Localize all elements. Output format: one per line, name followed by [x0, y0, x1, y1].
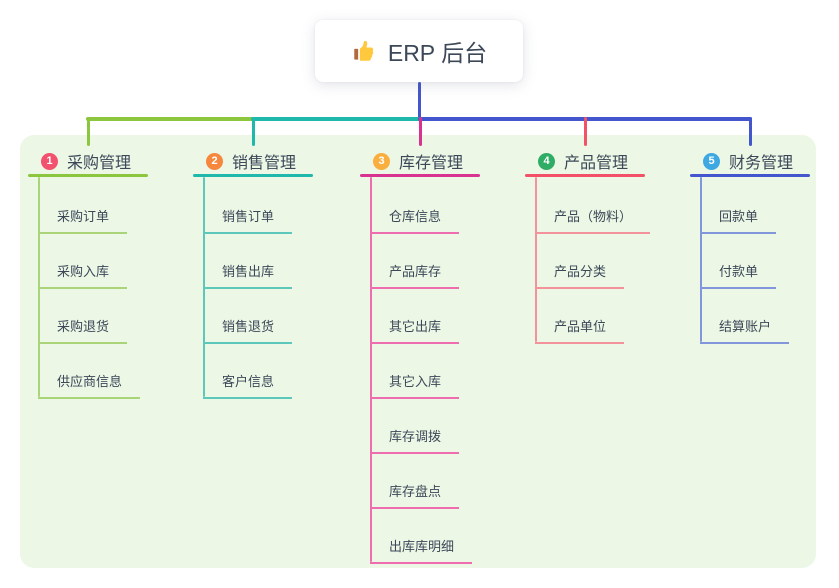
- connector-line: [193, 174, 313, 177]
- child-node-label: 回款单: [719, 209, 759, 224]
- child-node-产品分类[interactable]: 产品分类: [535, 232, 625, 289]
- branch-node-销售管理[interactable]: 2 销售管理: [206, 149, 296, 173]
- child-node-其它入库[interactable]: 其它入库: [370, 342, 460, 399]
- child-node-销售退货[interactable]: 销售退货: [203, 287, 293, 344]
- child-node-label: 产品分类: [554, 264, 607, 279]
- branch-title-label: 销售管理: [232, 155, 297, 172]
- branch-number-badge: 4: [538, 152, 555, 170]
- child-node-label: 采购退货: [57, 319, 110, 334]
- branch-node-库存管理[interactable]: 3 库存管理: [373, 149, 463, 173]
- connector-line: [28, 174, 148, 177]
- child-node-label: 其它出库: [389, 319, 442, 334]
- branch-number-badge: 3: [373, 152, 390, 170]
- connector-line: [690, 174, 810, 177]
- connector-line: [417, 82, 421, 119]
- root-node[interactable]: ERP 后台: [315, 20, 523, 82]
- child-node-采购订单[interactable]: 采购订单: [38, 177, 128, 234]
- child-node-label: 其它入库: [389, 374, 442, 389]
- child-node-仓库信息[interactable]: 仓库信息: [370, 177, 460, 234]
- child-node-产品单位[interactable]: 产品单位: [535, 287, 625, 344]
- connector-line: [251, 117, 422, 121]
- branch-title-label: 产品管理: [564, 155, 629, 172]
- child-node-付款单[interactable]: 付款单: [700, 232, 777, 289]
- child-node-采购入库[interactable]: 采购入库: [38, 232, 128, 289]
- branch-title-label: 采购管理: [67, 155, 132, 172]
- connector-line: [748, 117, 752, 146]
- child-node-回款单[interactable]: 回款单: [700, 177, 777, 234]
- child-node-客户信息[interactable]: 客户信息: [203, 342, 293, 399]
- child-node-label: 销售出库: [222, 264, 275, 279]
- child-node-label: 产品库存: [389, 264, 442, 279]
- child-node-label: 库存盘点: [389, 484, 442, 499]
- connector-line: [360, 174, 480, 177]
- child-node-label: 供应商信息: [57, 374, 123, 389]
- child-node-label: 产品单位: [554, 319, 607, 334]
- root-node-label: ERP 后台: [387, 40, 488, 66]
- connector-line: [370, 177, 372, 562]
- thumbs-up-icon: [351, 38, 377, 64]
- branch-title-label: 财务管理: [729, 155, 794, 172]
- child-node-label: 库存调拨: [389, 429, 442, 444]
- child-node-采购退货[interactable]: 采购退货: [38, 287, 128, 344]
- child-node-库存调拨[interactable]: 库存调拨: [370, 397, 460, 454]
- child-node-label: 采购入库: [57, 264, 110, 279]
- child-node-产品库存[interactable]: 产品库存: [370, 232, 460, 289]
- branch-node-财务管理[interactable]: 5 财务管理: [703, 149, 793, 173]
- branch-number-badge: 2: [206, 152, 223, 170]
- connector-line: [86, 117, 255, 121]
- child-node-label: 出库库明细: [389, 539, 455, 554]
- connector-line: [418, 117, 422, 146]
- child-node-label: 仓库信息: [389, 209, 442, 224]
- child-node-销售订单[interactable]: 销售订单: [203, 177, 293, 234]
- branch-number-badge: 5: [703, 152, 720, 170]
- mindmap-panel: [20, 135, 816, 568]
- connector-line: [525, 174, 645, 177]
- connector-line: [535, 177, 537, 342]
- child-node-库存盘点[interactable]: 库存盘点: [370, 452, 460, 509]
- child-node-销售出库[interactable]: 销售出库: [203, 232, 293, 289]
- child-node-label: 结算账户: [719, 319, 772, 334]
- child-node-产品（物料）[interactable]: 产品（物料）: [535, 177, 651, 234]
- child-node-其它出库[interactable]: 其它出库: [370, 287, 460, 344]
- child-node-label: 产品（物料）: [554, 209, 633, 224]
- child-node-结算账户[interactable]: 结算账户: [700, 287, 790, 344]
- child-node-label: 客户信息: [222, 374, 275, 389]
- branch-number-badge: 1: [41, 152, 58, 170]
- child-node-供应商信息[interactable]: 供应商信息: [38, 342, 141, 399]
- child-node-label: 销售订单: [222, 209, 275, 224]
- connector-line: [251, 117, 255, 146]
- branch-node-采购管理[interactable]: 1 采购管理: [41, 149, 131, 173]
- child-node-label: 采购订单: [57, 209, 110, 224]
- connector-line: [86, 117, 90, 146]
- branch-node-产品管理[interactable]: 4 产品管理: [538, 149, 628, 173]
- child-node-label: 付款单: [719, 264, 759, 279]
- child-node-label: 销售退货: [222, 319, 275, 334]
- child-node-出库库明细[interactable]: 出库库明细: [370, 507, 473, 564]
- branch-title-label: 库存管理: [399, 155, 464, 172]
- connector-line: [700, 177, 702, 342]
- connector-line: [583, 117, 587, 146]
